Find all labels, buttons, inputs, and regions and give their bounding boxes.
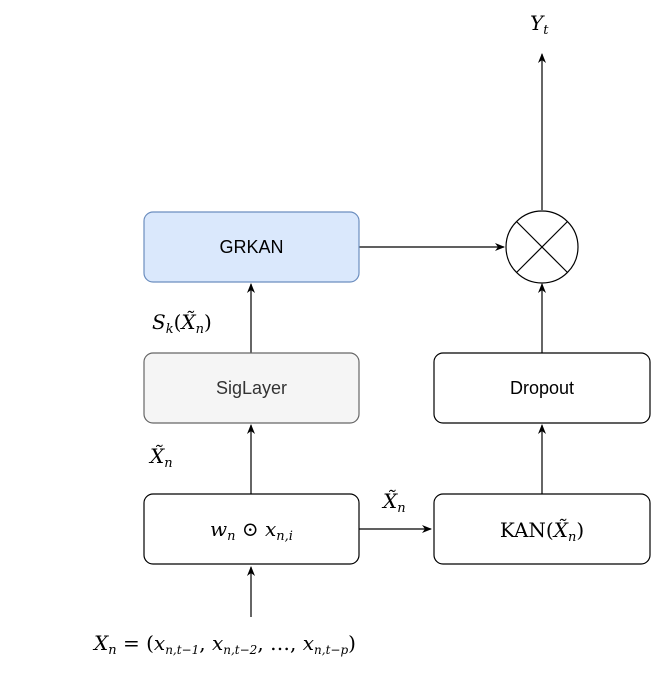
signature-label: Sk(X̃n) (152, 310, 212, 337)
grkan-label: GRKAN (219, 237, 283, 257)
dropout-node: Dropout (433, 352, 651, 424)
output-label: Yt (530, 11, 549, 38)
product-cross-2 (516, 221, 568, 273)
weight-label: wn ⊙ xn,i (210, 517, 293, 544)
x-tilde-mid-label: X̃n (381, 489, 406, 516)
dropout-box (433, 352, 651, 424)
x-tilde-left-label: X̃n (148, 444, 173, 471)
siglayer-label: SigLayer (216, 378, 287, 398)
input-label: Xn = (xn,t−1, xn,t−2, …, xn,t−p) (92, 631, 356, 658)
product-node (505, 210, 579, 284)
grkan-node: GRKAN (143, 211, 360, 283)
weight-node: wn ⊙ xn,i (143, 493, 360, 565)
grkan-box (143, 211, 360, 283)
dropout-label: Dropout (510, 378, 574, 398)
kan-box (433, 493, 651, 565)
siglayer-node: SigLayer (143, 352, 360, 424)
kan-node: KAN(X̃n) (433, 493, 651, 565)
weight-box (143, 493, 360, 565)
edges (247, 53, 546, 617)
siglayer-box (143, 352, 360, 424)
